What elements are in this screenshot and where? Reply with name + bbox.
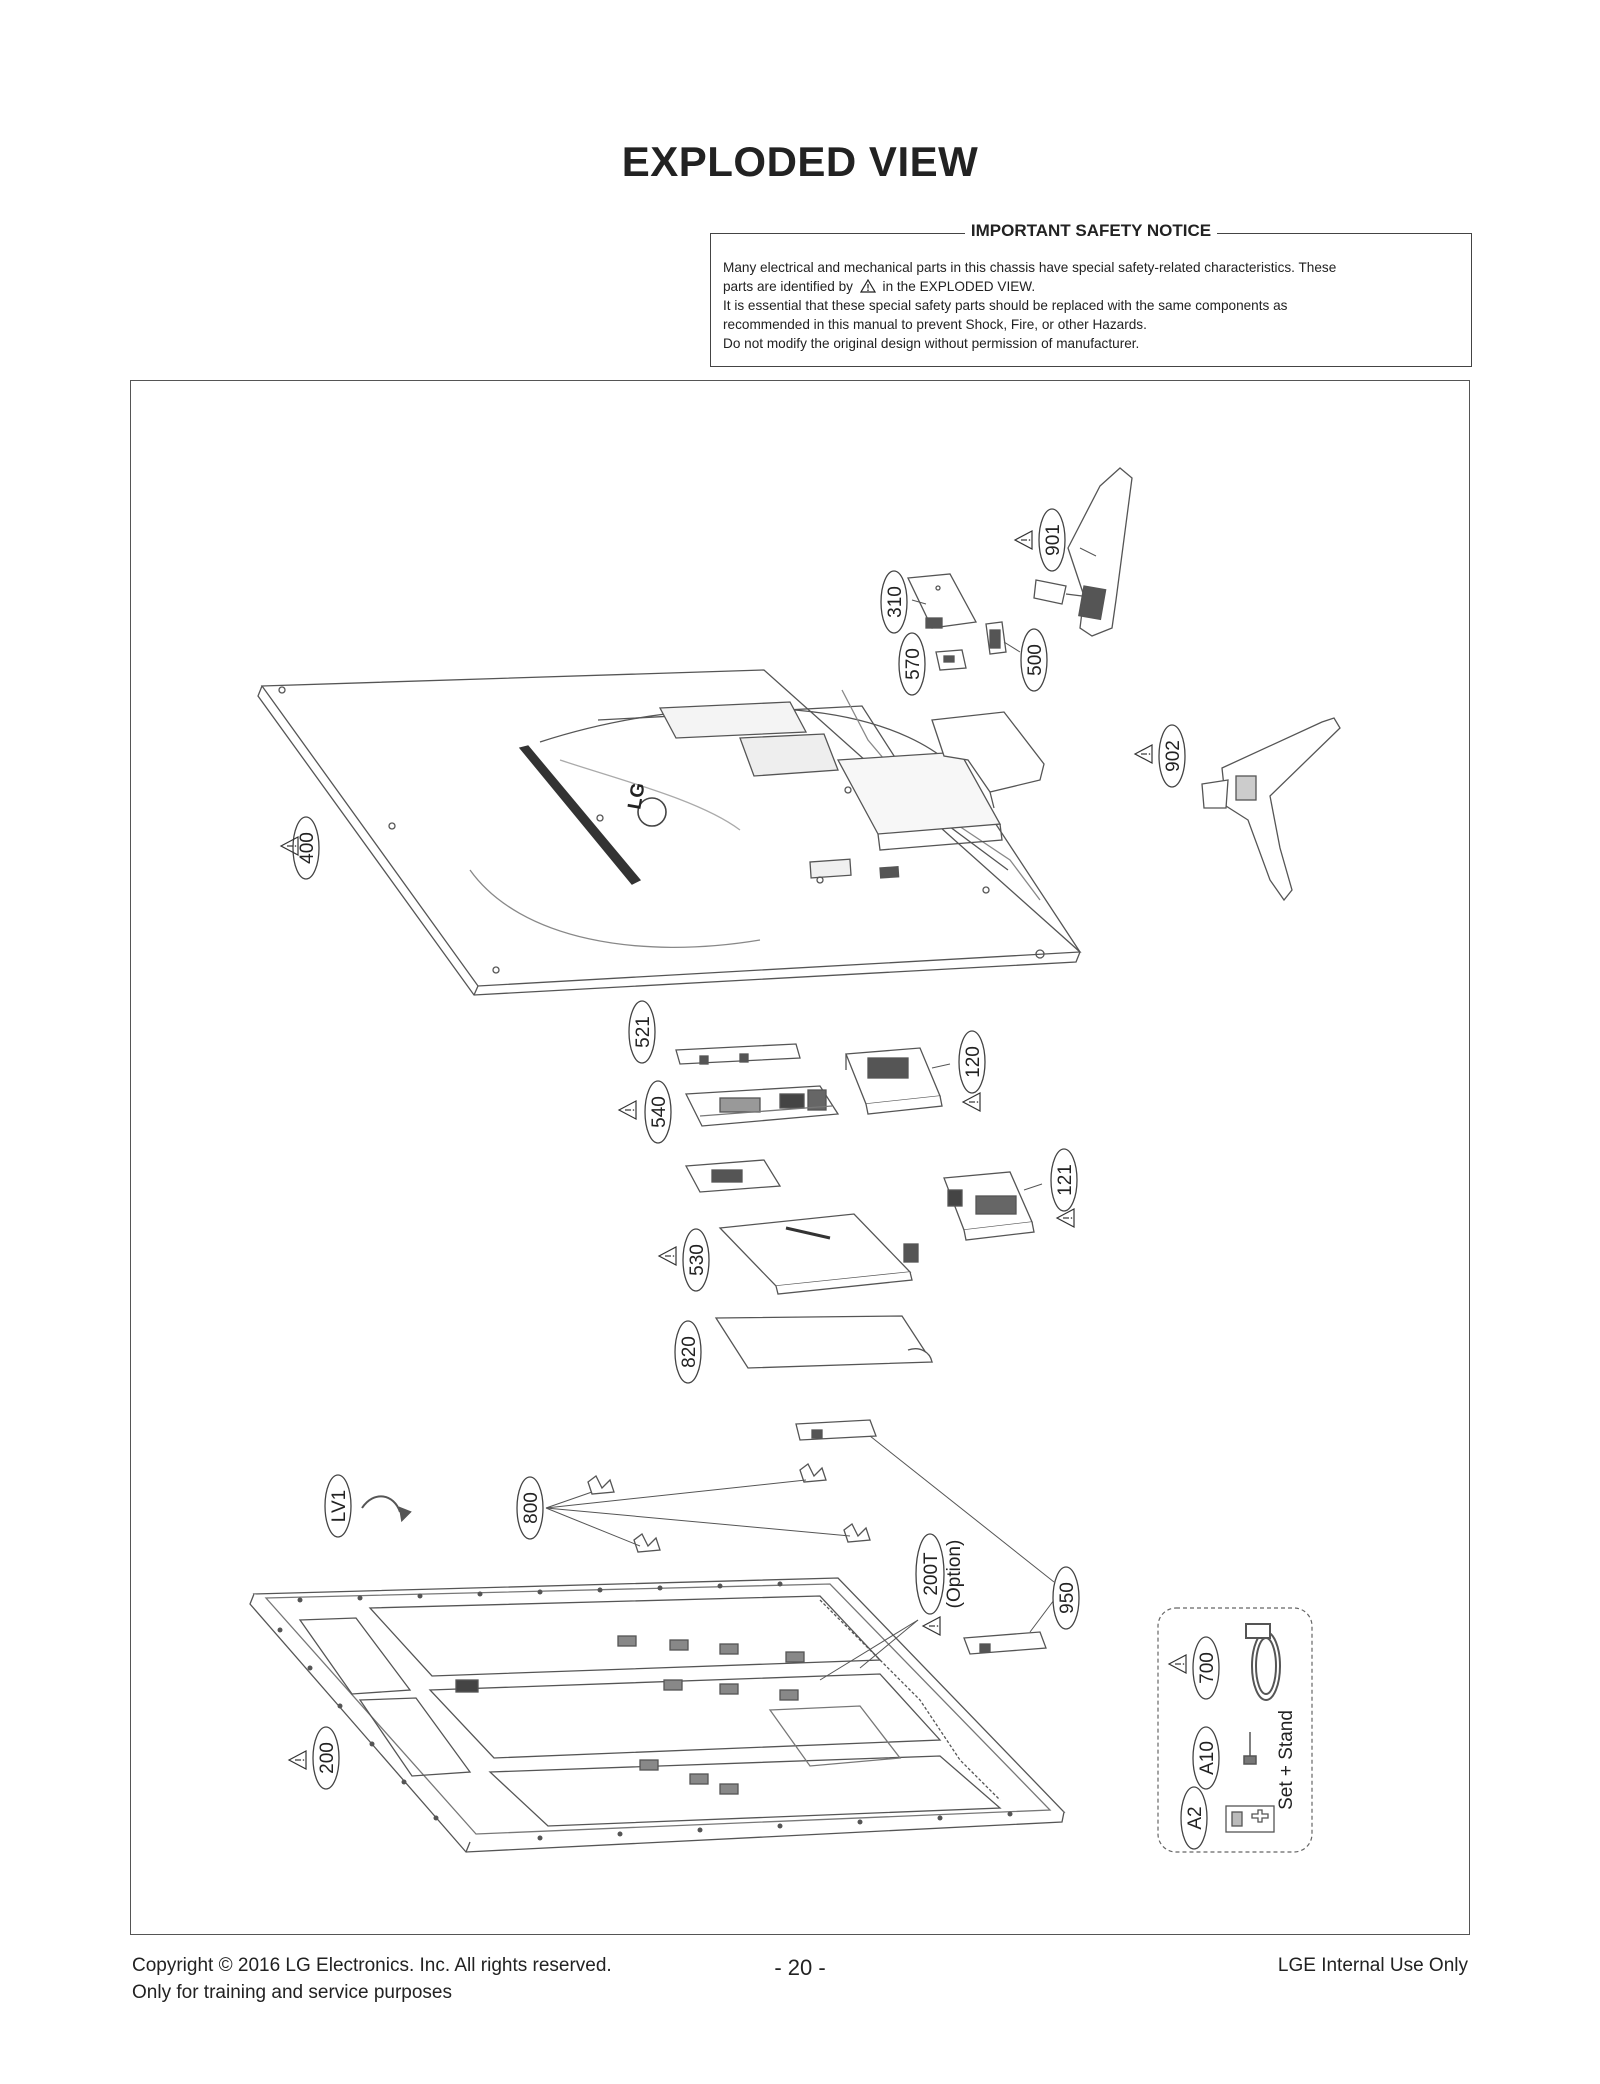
footer-purpose: Only for training and service purposes	[132, 1982, 452, 2003]
back-cover-part	[257, 669, 1082, 996]
part-label-570: 570	[903, 648, 924, 680]
notice-line-2-start: parts are identified by	[723, 279, 853, 294]
screw-a10-part	[1243, 1732, 1257, 1765]
callout-200t	[915, 1533, 945, 1615]
stand-base-part	[1201, 717, 1341, 902]
notice-line-4: recommended in this manual to prevent Sh…	[723, 317, 1147, 332]
footer-copyright: Copyright © 2016 LG Electronics. Inc. Al…	[132, 1955, 612, 1976]
part-label-700: 700	[1197, 1652, 1218, 1684]
footer-page-number: - 20 -	[774, 1955, 826, 1980]
page-title: EXPLODED VIEW	[621, 138, 979, 185]
warning-540-icon	[618, 1100, 637, 1120]
callout-400	[292, 816, 320, 880]
notice-line-2-end: in the EXPLODED VIEW.	[882, 279, 1036, 294]
part-label-a2: A2	[1185, 1806, 1206, 1829]
part-label-lv1: LV1	[329, 1490, 350, 1522]
warning-901-icon	[1014, 530, 1033, 550]
callout-820	[674, 1320, 702, 1384]
part-label-500: 500	[1025, 644, 1046, 676]
part-label-902: 902	[1163, 740, 1184, 772]
brackets-800-part	[587, 1463, 871, 1553]
part-label-901: 901	[1043, 524, 1064, 556]
part-label-310: 310	[885, 586, 906, 618]
warning-triangle-icon	[859, 279, 876, 293]
part-label-200t-note: (Option)	[944, 1540, 965, 1609]
part-label-200: 200	[317, 1742, 338, 1774]
module-120-part	[845, 1047, 943, 1115]
foot-950-bottom-part	[963, 1631, 1047, 1655]
warning-700-icon	[1168, 1654, 1187, 1674]
callout-902	[1158, 724, 1186, 788]
power-board-530-part	[718, 1213, 919, 1295]
bracket-521-part	[675, 1043, 801, 1065]
part-label-800: 800	[521, 1492, 542, 1524]
safety-notice-heading: IMPORTANT SAFETY NOTICE	[964, 221, 1218, 240]
module-121-part	[943, 1171, 1035, 1241]
callout-310	[880, 570, 908, 634]
foot-950-top-part	[795, 1419, 877, 1441]
part-label-121: 121	[1055, 1164, 1076, 1196]
safety-notice-body: Many electrical and mechanical parts in …	[723, 258, 1459, 353]
warning-200t-icon	[922, 1616, 941, 1636]
part-label-950: 950	[1057, 1582, 1078, 1614]
warning-200-icon	[288, 1750, 307, 1770]
power-cord-700-part	[1245, 1623, 1281, 1701]
part-label-820: 820	[679, 1336, 700, 1368]
callout-a10	[1192, 1726, 1220, 1790]
main-board-540-part	[684, 1085, 840, 1127]
accessory-note: Set + Stand	[1276, 1710, 1297, 1810]
callout-120	[958, 1030, 986, 1094]
insulation-sheet-820-part	[714, 1315, 934, 1369]
accessory-box	[1157, 1607, 1313, 1853]
notice-line-3: It is essential that these special safet…	[723, 298, 1288, 313]
callout-950	[1052, 1566, 1080, 1630]
callout-500	[1020, 628, 1048, 692]
stand-neck-cover	[931, 711, 1045, 809]
callout-700	[1192, 1636, 1220, 1700]
safety-notice-heading-wrap: IMPORTANT SAFETY NOTICE	[711, 221, 1471, 241]
part-label-200t: 200T	[921, 1552, 942, 1596]
warning-120-icon	[962, 1092, 981, 1112]
part-label-521: 521	[633, 1016, 654, 1048]
callout-200	[312, 1726, 340, 1790]
svg-text:LG: LG	[624, 781, 649, 811]
display-panel-200-part	[249, 1577, 1066, 1853]
safety-notice-box: IMPORTANT SAFETY NOTICE Many electrical …	[710, 221, 1472, 367]
callout-a2	[1180, 1786, 1208, 1850]
small-part-500	[985, 621, 1007, 655]
notice-line-5: Do not modify the original design withou…	[723, 336, 1140, 351]
small-plate-part	[684, 1159, 782, 1193]
manual-a2-part	[1225, 1805, 1275, 1833]
callout-521	[628, 1000, 656, 1064]
footer-internal: LGE Internal Use Only	[1277, 1955, 1468, 1976]
callout-lv1	[324, 1474, 352, 1538]
callout-800	[516, 1476, 544, 1540]
part-label-a10: A10	[1197, 1741, 1218, 1775]
diagram-frame	[130, 380, 1470, 1935]
callout-121	[1050, 1148, 1078, 1212]
notice-line-2: parts are identified by in the EXPLODED …	[723, 277, 1459, 296]
notice-line-1: Many electrical and mechanical parts in …	[723, 260, 1337, 275]
callout-570	[898, 632, 926, 696]
warning-902-icon	[1134, 744, 1153, 764]
small-part-570	[935, 649, 967, 671]
callout-530	[682, 1228, 710, 1292]
warning-121-icon	[1056, 1208, 1075, 1228]
callout-901	[1038, 508, 1066, 572]
part-label-530: 530	[687, 1244, 708, 1276]
part-label-120: 120	[963, 1046, 984, 1078]
warning-530-icon	[658, 1246, 677, 1266]
stand-body-part	[1033, 467, 1133, 637]
part-label-400: 400	[297, 832, 318, 864]
callout-540	[644, 1080, 672, 1144]
lg-logo: LG	[624, 781, 667, 827]
cable-lv1-part	[361, 1495, 412, 1523]
bracket-310-part	[907, 573, 978, 629]
part-label-540: 540	[649, 1096, 670, 1128]
